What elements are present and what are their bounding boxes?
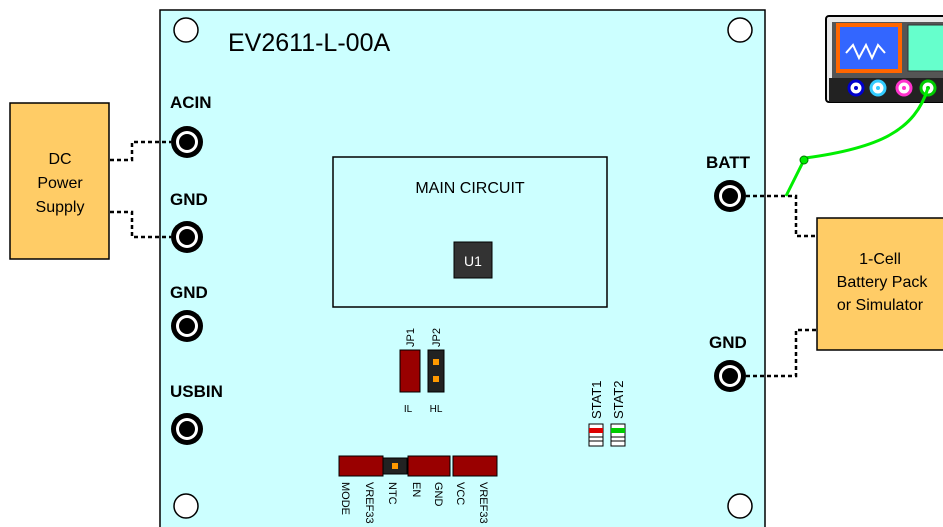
terminal-gnd-right[interactable] <box>714 360 746 392</box>
wire-psu-acin <box>110 140 171 162</box>
wire-batt <box>746 194 817 238</box>
jumper-label-il: IL <box>404 404 413 415</box>
wire-batt-gnd <box>746 328 817 378</box>
probe-connector-blue <box>847 79 865 97</box>
battery-label-1: 1-Cell <box>859 251 901 268</box>
power-supply-label-1: DC <box>48 151 71 168</box>
probe-wire <box>784 87 930 197</box>
battery-pack <box>816 217 943 351</box>
main-circuit-block <box>332 156 608 308</box>
jumper-label-jp1: JP1 <box>405 328 417 347</box>
terminal-acin[interactable] <box>171 126 203 158</box>
power-supply-label-3: Supply <box>36 199 85 216</box>
led-stat1 <box>588 423 604 447</box>
header-pin-vref33-2: VREF33 <box>477 482 489 524</box>
header-pin-vref33-1: VREF33 <box>363 482 375 524</box>
terminal-gnd-2[interactable] <box>171 310 203 342</box>
main-circuit-label: MAIN CIRCUIT <box>415 180 525 197</box>
probe-connector-cyan <box>869 79 887 97</box>
mounting-hole-bottom-right <box>727 493 753 519</box>
chip-u1 <box>453 241 493 279</box>
wire-psu-gnd <box>110 210 171 239</box>
jumper-jp2[interactable] <box>427 349 445 393</box>
header-pin-ntc: NTC <box>386 482 398 505</box>
chip-u1-label: U1 <box>464 253 482 269</box>
probe-clip <box>799 155 809 165</box>
terminal-label-gnd-1: GND <box>170 190 208 209</box>
terminal-gnd-1[interactable] <box>171 221 203 253</box>
probe-connector-magenta <box>895 79 913 97</box>
header-pin-vcc: VCC <box>454 482 466 505</box>
terminal-label-gnd-right: GND <box>709 333 747 352</box>
terminal-batt[interactable] <box>714 180 746 212</box>
led-label-stat1: STAT1 <box>589 380 604 419</box>
mounting-hole-top-left <box>173 17 199 43</box>
terminal-usbin[interactable] <box>171 413 203 445</box>
battery-label-2: Battery Pack <box>837 274 929 291</box>
mounting-hole-top-right <box>727 17 753 43</box>
terminal-label-usbin: USBIN <box>170 382 223 401</box>
waveform-icon <box>845 42 886 61</box>
jumper-label-hl: HL <box>430 404 443 415</box>
power-supply-label-2: Power <box>37 175 83 192</box>
header-pin-gnd: GND <box>432 482 444 507</box>
header-connector[interactable] <box>338 455 498 477</box>
jumper-label-jp2: JP2 <box>431 328 443 347</box>
terminal-label-batt: BATT <box>706 153 751 172</box>
led-stat2 <box>610 423 626 447</box>
board-title: EV2611-L-00A <box>228 29 390 57</box>
header-pin-en: EN <box>410 482 422 497</box>
mounting-hole-bottom-left <box>173 493 199 519</box>
header-pin-mode: MODE <box>339 482 351 515</box>
terminal-label-gnd-2: GND <box>170 283 208 302</box>
jumper-jp1[interactable] <box>399 349 421 393</box>
terminal-label-acin: ACIN <box>170 93 212 112</box>
dc-power-supply <box>9 102 110 260</box>
battery-label-3: or Simulator <box>837 297 924 314</box>
led-label-stat2: STAT2 <box>611 380 626 419</box>
